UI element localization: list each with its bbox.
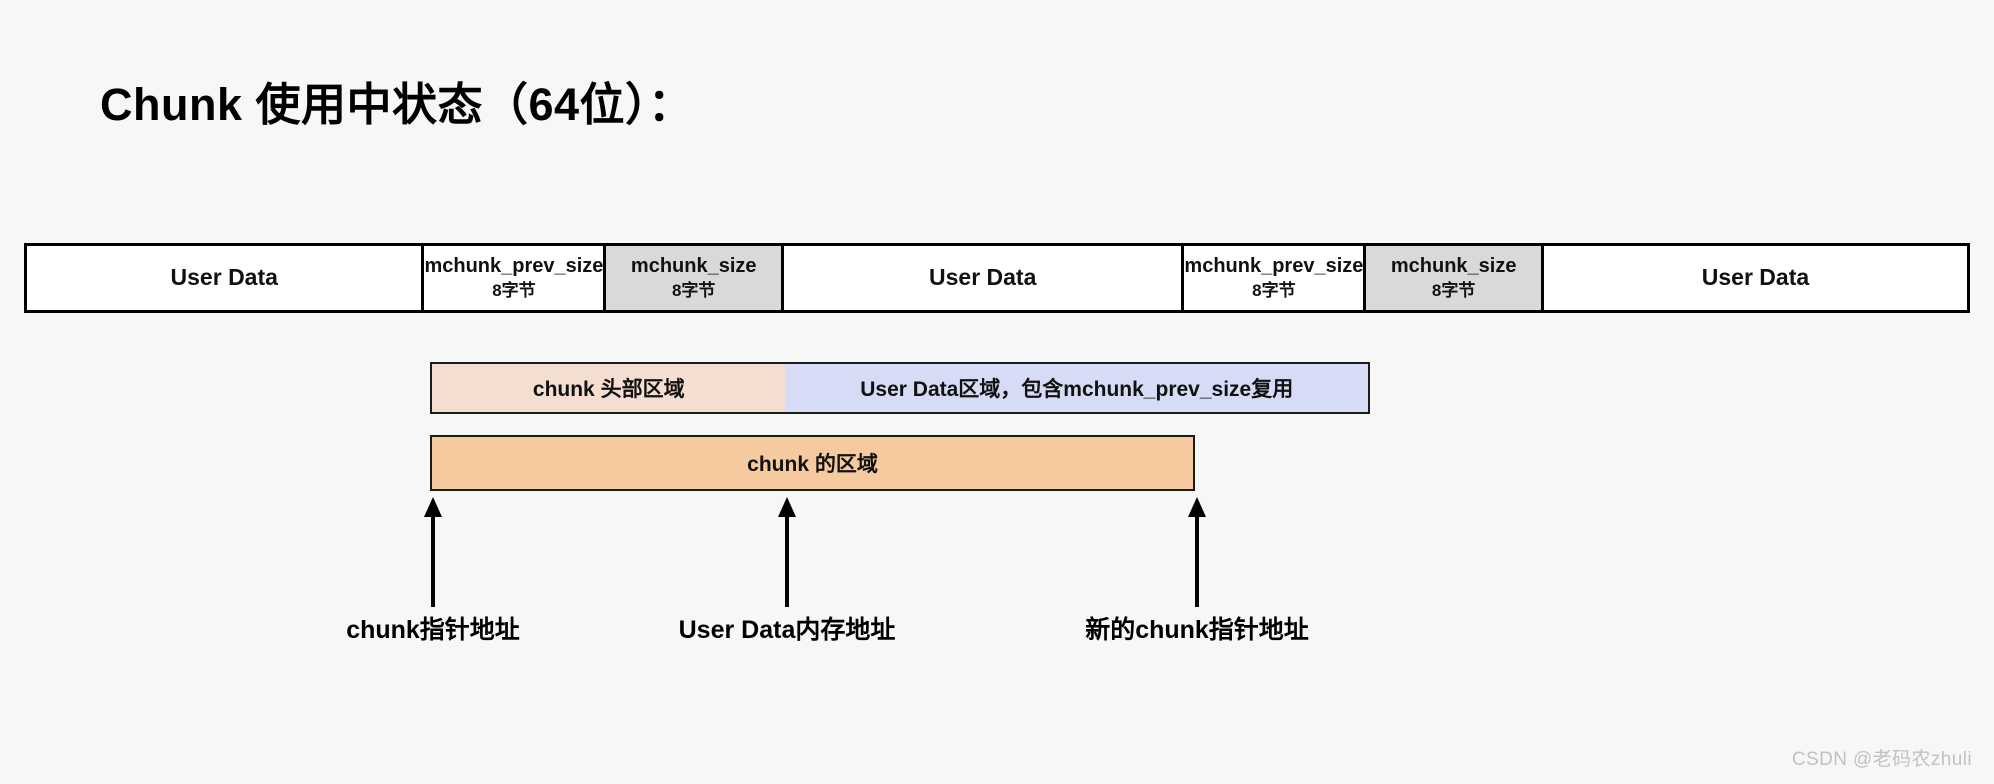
watermark: CSDN @老码农zhuli	[1791, 749, 1972, 770]
pointer-arrow-userdata	[775, 497, 799, 607]
pointer-arrow-next-chunk	[1185, 497, 1209, 607]
memory-cell-6: User Data	[1543, 246, 1967, 310]
memory-cell-subtitle: 8字节	[1252, 280, 1296, 300]
memory-cell-subtitle: 8字节	[671, 280, 716, 300]
caption-new-chunk-pointer: 新的chunk指针地址	[1085, 616, 1309, 644]
memory-cell-0: User Data	[27, 246, 425, 310]
pointer-arrow-chunk	[421, 497, 445, 607]
memory-cell-subtitle: 8字节	[492, 280, 536, 300]
region-segment: chunk 头部区域	[432, 364, 786, 412]
memory-cell-title: User Data	[929, 264, 1037, 291]
caption-chunk-pointer: chunk指针地址	[346, 616, 520, 644]
memory-cell-title: User Data	[170, 264, 278, 291]
caption-userdata-address: User Data内存地址	[678, 616, 896, 644]
memory-cell-title: mchunk_prev_size	[1184, 255, 1364, 278]
region-bar-chunk: chunk 的区域	[430, 435, 1195, 491]
memory-cell-title: mchunk_size	[630, 255, 757, 278]
region-segment: chunk 的区域	[432, 437, 1193, 489]
memory-cell-title: mchunk_prev_size	[424, 255, 604, 278]
page-title: Chunk 使用中状态（64位）：	[100, 79, 694, 130]
memory-cell-title: User Data	[1701, 264, 1810, 291]
memory-cell-subtitle: 8字节	[1431, 280, 1476, 300]
memory-cell-3: User Data	[783, 246, 1185, 310]
memory-cell-title: mchunk_size	[1390, 255, 1517, 278]
region-segment: User Data区域，包含mchunk_prev_size复用	[785, 364, 1368, 412]
